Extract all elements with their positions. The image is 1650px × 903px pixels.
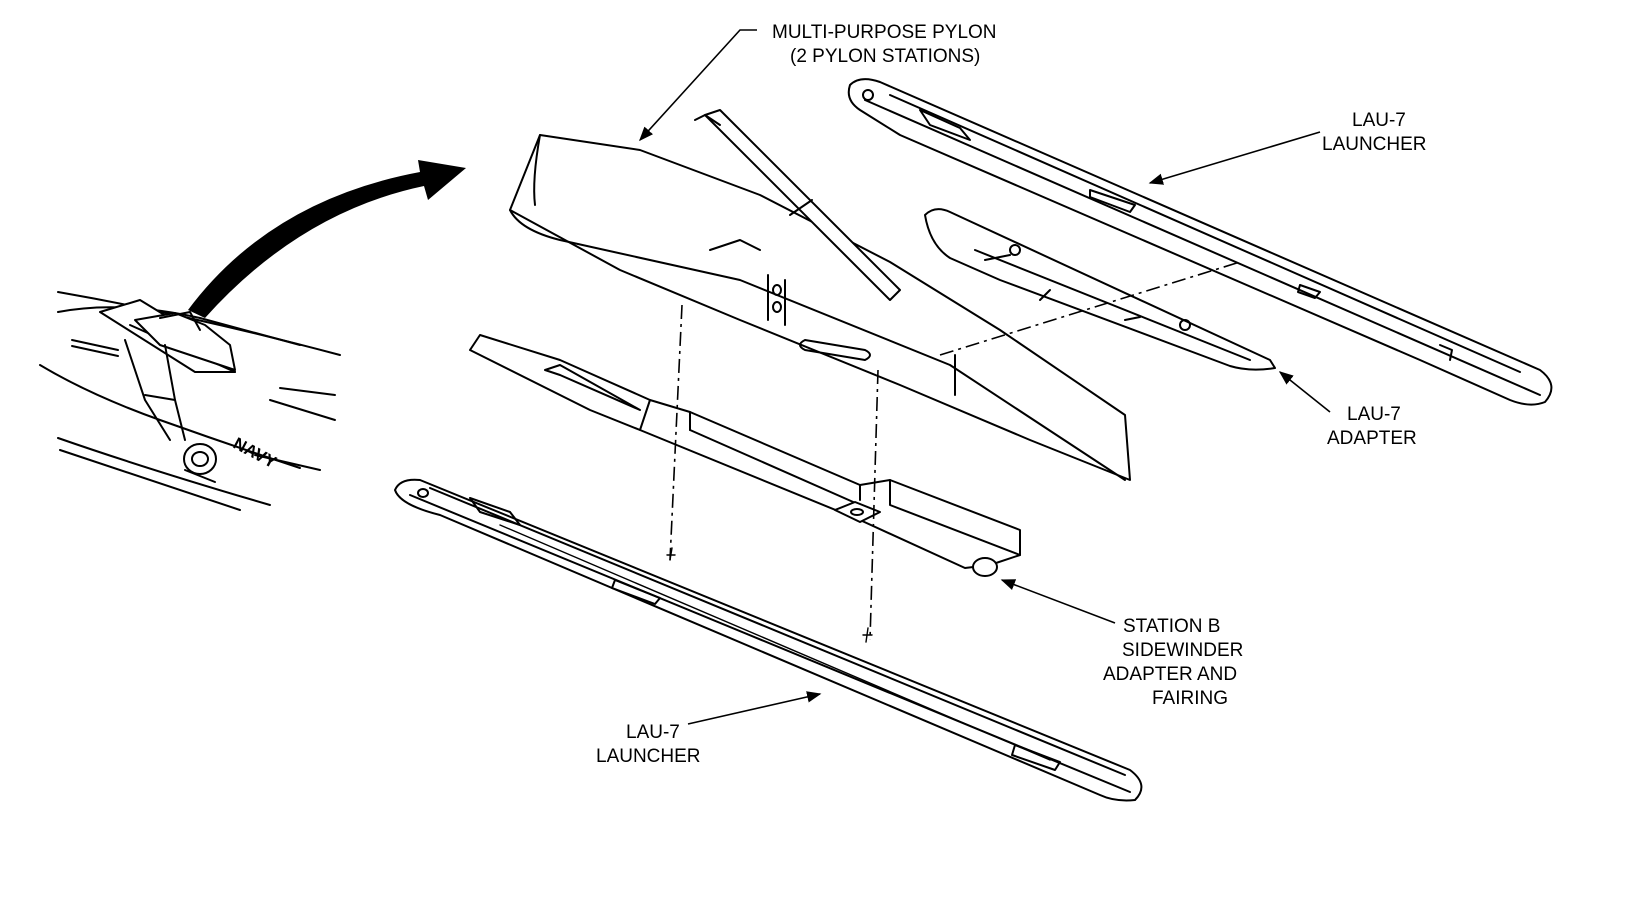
launcher-bottom-label-line1: LAU-7	[626, 722, 680, 743]
leader-lines	[639, 29, 1331, 725]
lau7-launcher-bottom	[394, 478, 1143, 802]
launcher-top-label-line1: LAU-7	[1352, 110, 1406, 131]
adapter-label-line1: LAU-7	[1347, 404, 1401, 425]
adapter-label-line2: ADAPTER	[1327, 428, 1417, 449]
lau7-launcher-top	[847, 78, 1553, 406]
label-station-b: STATION B SIDEWINDER ADAPTER AND FAIRING	[1103, 616, 1243, 709]
station-label-line3: ADAPTER AND	[1103, 664, 1237, 685]
multi-purpose-pylon	[509, 109, 1131, 481]
label-lau7-launcher-top: LAU-7 LAUNCHER	[1322, 110, 1427, 155]
navy-marking: NAVY	[230, 434, 280, 473]
label-lau7-launcher-bottom: LAU-7 LAUNCHER	[596, 722, 701, 767]
station-b-adapter-fairing	[469, 334, 1021, 577]
lau7-adapter	[924, 208, 1276, 371]
label-multi-purpose-pylon: MULTI-PURPOSE PYLON (2 PYLON STATIONS)	[772, 22, 997, 67]
station-label-line4: FAIRING	[1152, 688, 1228, 709]
launcher-top-label-line2: LAUNCHER	[1322, 134, 1427, 155]
wing-inset-detail: NAVY	[39, 291, 341, 511]
alignment-lines	[666, 261, 1241, 643]
launcher-bottom-label-line2: LAUNCHER	[596, 746, 701, 767]
station-label-line1: STATION B	[1123, 616, 1220, 637]
label-lau7-adapter: LAU-7 ADAPTER	[1327, 404, 1417, 449]
pylon-label-line1: MULTI-PURPOSE PYLON	[772, 22, 997, 43]
pylon-label-line2: (2 PYLON STATIONS)	[790, 46, 980, 67]
station-label-line2: SIDEWINDER	[1122, 640, 1243, 661]
transition-arrow	[188, 160, 466, 318]
